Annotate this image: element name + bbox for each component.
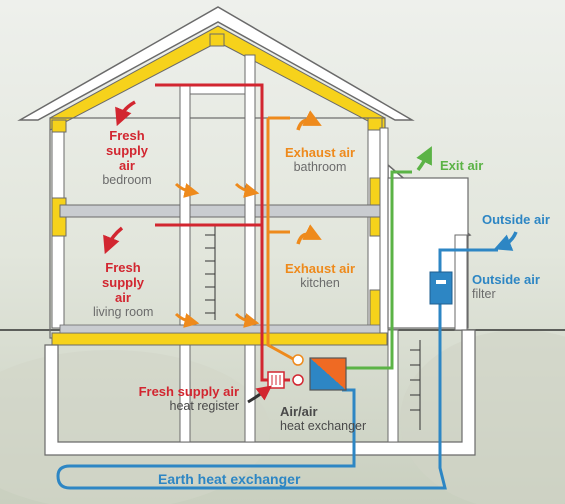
heat-exchanger-label: Air/air heat exchanger xyxy=(280,404,367,433)
exit-air-arrow xyxy=(416,146,432,172)
exhaust-arrow-bathroom xyxy=(296,110,322,131)
supply-arrow-bedroom xyxy=(115,100,136,127)
air-air-heat-exchanger xyxy=(309,357,347,391)
exit-duct xyxy=(342,170,412,370)
outside-air-filter xyxy=(429,271,453,305)
outside-air-label: Outside air xyxy=(482,212,550,227)
exhaust-air-bathroom-label: Exhaust air bathroom xyxy=(284,145,356,174)
fresh-supply-air-bedroom-label: Fresh supply air bedroom xyxy=(102,128,152,187)
stairs xyxy=(205,225,421,430)
outside-air-duct xyxy=(56,248,498,490)
supply-arrow-living xyxy=(103,226,124,255)
ground-floor-insulation xyxy=(51,332,388,346)
basement-wall xyxy=(44,329,476,456)
exit-air-label: Exit air xyxy=(440,158,484,173)
roof xyxy=(17,6,415,121)
upper-floor-slab xyxy=(59,204,383,218)
exhaust-duct xyxy=(266,118,296,362)
fresh-supply-air-register-label: Fresh supply air heat register xyxy=(138,384,239,413)
earth-heat-exchanger-label: Earth heat exchanger xyxy=(158,471,301,487)
outside-air-arrow xyxy=(493,231,518,251)
fresh-supply-air-living-label: Fresh supply air living room xyxy=(93,260,154,319)
register-pointer xyxy=(247,385,273,404)
exhaust-air-kitchen-label: Exhaust air kitchen xyxy=(284,261,356,290)
exhaust-arrow-kitchen xyxy=(296,224,322,245)
outside-air-filter-label: Outside air filter xyxy=(472,272,540,301)
